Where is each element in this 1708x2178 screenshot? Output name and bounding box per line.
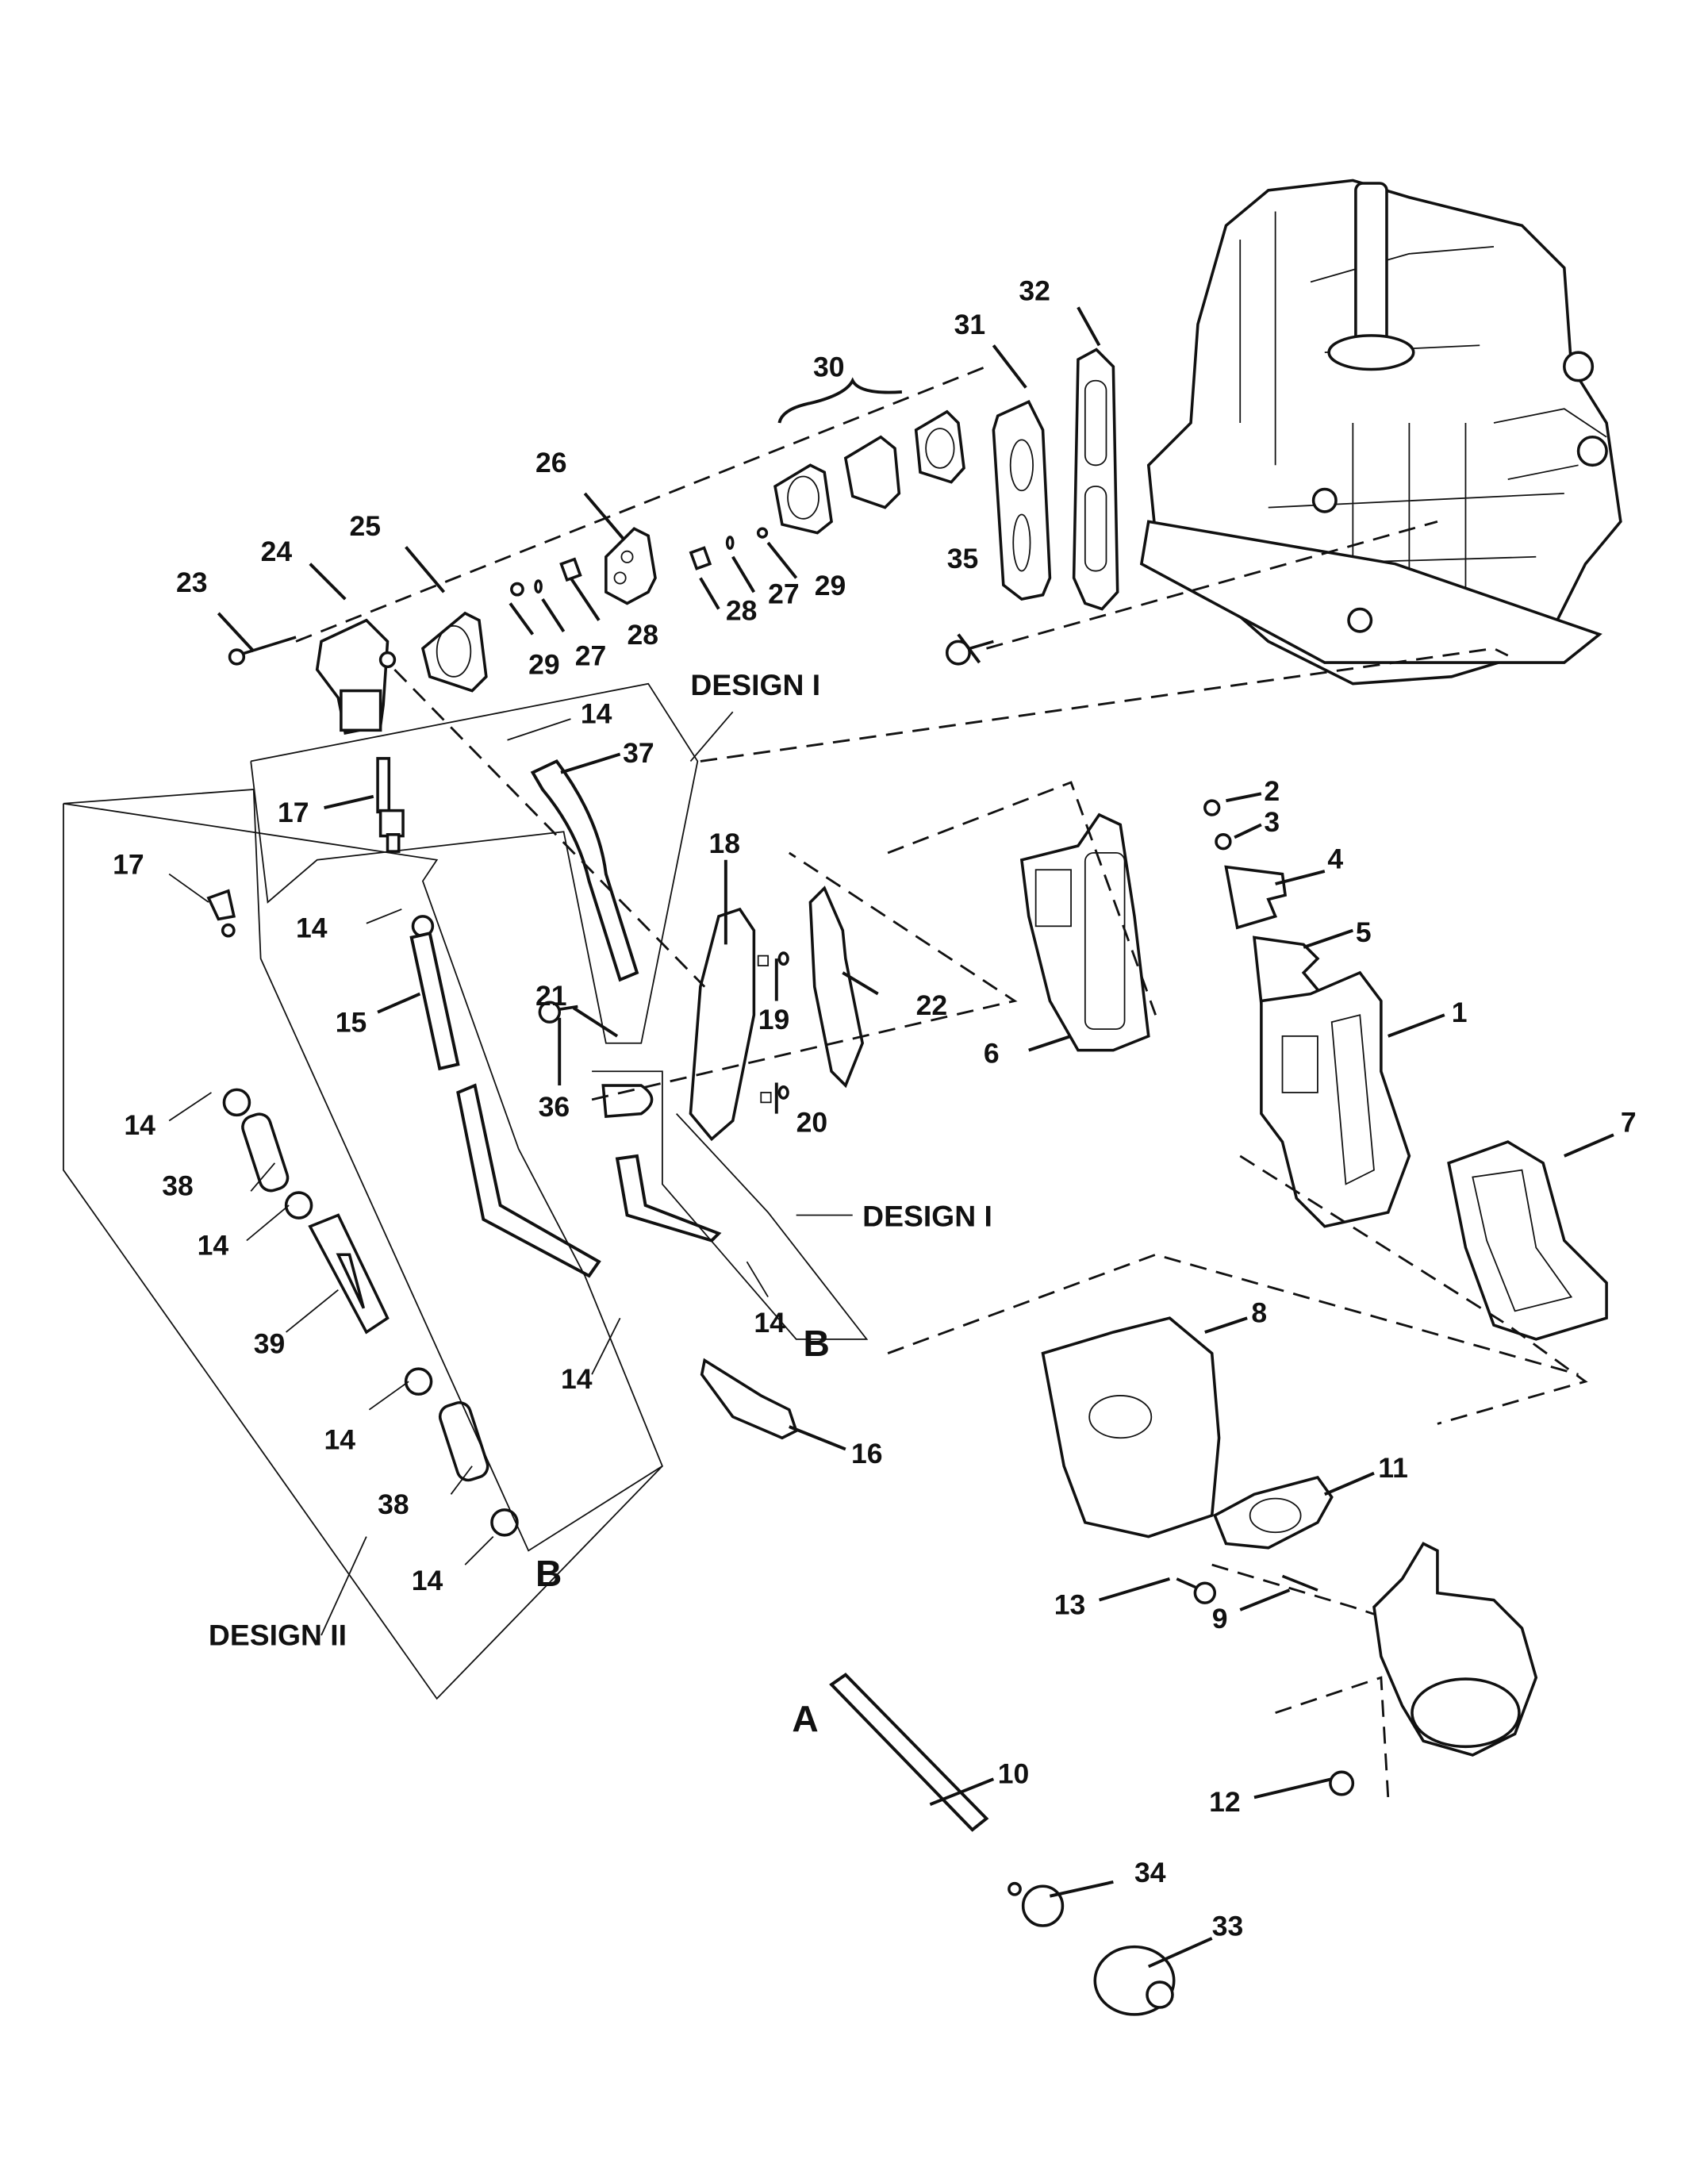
- callout-8: 8: [1251, 1297, 1267, 1329]
- callout-6: 6: [984, 1038, 1000, 1070]
- design-ii-parts: [206, 889, 519, 1537]
- callout-9: 9: [1212, 1603, 1228, 1634]
- callout-23: 23: [176, 567, 208, 598]
- callout-10: 10: [998, 1758, 1030, 1790]
- design-ii-label: DESIGN II: [209, 1618, 347, 1651]
- hose-and-bracket-parts: [376, 757, 865, 1440]
- callout-5: 5: [1356, 916, 1372, 948]
- engine-powerhead: [1139, 179, 1622, 686]
- callout-14-h: 14: [754, 1307, 785, 1339]
- callout-22: 22: [916, 989, 948, 1021]
- callout-14-d: 14: [198, 1229, 229, 1261]
- callout-37: 37: [623, 737, 654, 769]
- callout-27-a: 27: [575, 640, 607, 672]
- callout-labels: 1 2 3 4 5 6 7 8 9 10 11 12 13 14 14 14 1…: [113, 275, 1637, 1942]
- callout-35: 35: [947, 543, 979, 574]
- callout-12: 12: [1209, 1786, 1241, 1818]
- callout-28-b: 28: [726, 595, 758, 627]
- reference-letter-b-design-i: B: [804, 1323, 830, 1364]
- callout-4: 4: [1327, 843, 1343, 874]
- callout-2: 2: [1264, 775, 1280, 807]
- design-i-label-top: DESIGN I: [690, 668, 820, 701]
- reference-letter-a: A: [792, 1698, 818, 1739]
- callout-24: 24: [261, 536, 293, 567]
- callout-26: 26: [535, 447, 567, 478]
- design-boxes: [63, 682, 869, 1700]
- callout-30: 30: [813, 351, 845, 382]
- callout-21: 21: [535, 980, 567, 1012]
- callout-38-a: 38: [162, 1170, 194, 1202]
- callout-27-b: 27: [768, 578, 800, 609]
- callout-15: 15: [336, 1007, 367, 1039]
- callout-28-a: 28: [627, 619, 658, 651]
- callout-29-a: 29: [528, 648, 560, 680]
- callout-34: 34: [1134, 1857, 1166, 1888]
- callout-16: 16: [851, 1438, 883, 1469]
- callout-36: 36: [539, 1091, 570, 1123]
- callout-7: 7: [1621, 1107, 1637, 1139]
- callout-17-a: 17: [278, 797, 309, 828]
- intake-parts: [829, 799, 1608, 2016]
- callout-38-b: 38: [378, 1488, 409, 1520]
- callout-14-c: 14: [124, 1109, 155, 1141]
- design-i-label-middle: DESIGN I: [862, 1200, 992, 1233]
- callout-11: 11: [1378, 1452, 1408, 1484]
- callout-14-f: 14: [412, 1565, 443, 1596]
- callout-3: 3: [1264, 806, 1280, 838]
- callout-19: 19: [758, 1004, 790, 1035]
- callout-1: 1: [1452, 997, 1468, 1028]
- callout-20: 20: [796, 1107, 828, 1139]
- callout-25: 25: [350, 510, 382, 542]
- alignment-lines: [295, 365, 1588, 1798]
- leader-lines: [168, 306, 1614, 1969]
- callout-39: 39: [254, 1328, 286, 1360]
- callout-14-g: 14: [561, 1363, 593, 1395]
- bypass-parts: [228, 348, 1119, 735]
- callout-14-a: 14: [581, 697, 612, 729]
- callout-32: 32: [1019, 275, 1050, 306]
- callout-33: 33: [1212, 1910, 1244, 1942]
- callout-31: 31: [954, 309, 986, 340]
- reference-letter-b-design-ii: B: [535, 1553, 562, 1594]
- callout-14-e: 14: [324, 1423, 356, 1455]
- callout-17-b: 17: [113, 849, 144, 881]
- callout-14-b: 14: [296, 912, 328, 944]
- callout-18: 18: [709, 828, 741, 859]
- callout-29-b: 29: [815, 570, 846, 601]
- callout-13: 13: [1054, 1588, 1086, 1620]
